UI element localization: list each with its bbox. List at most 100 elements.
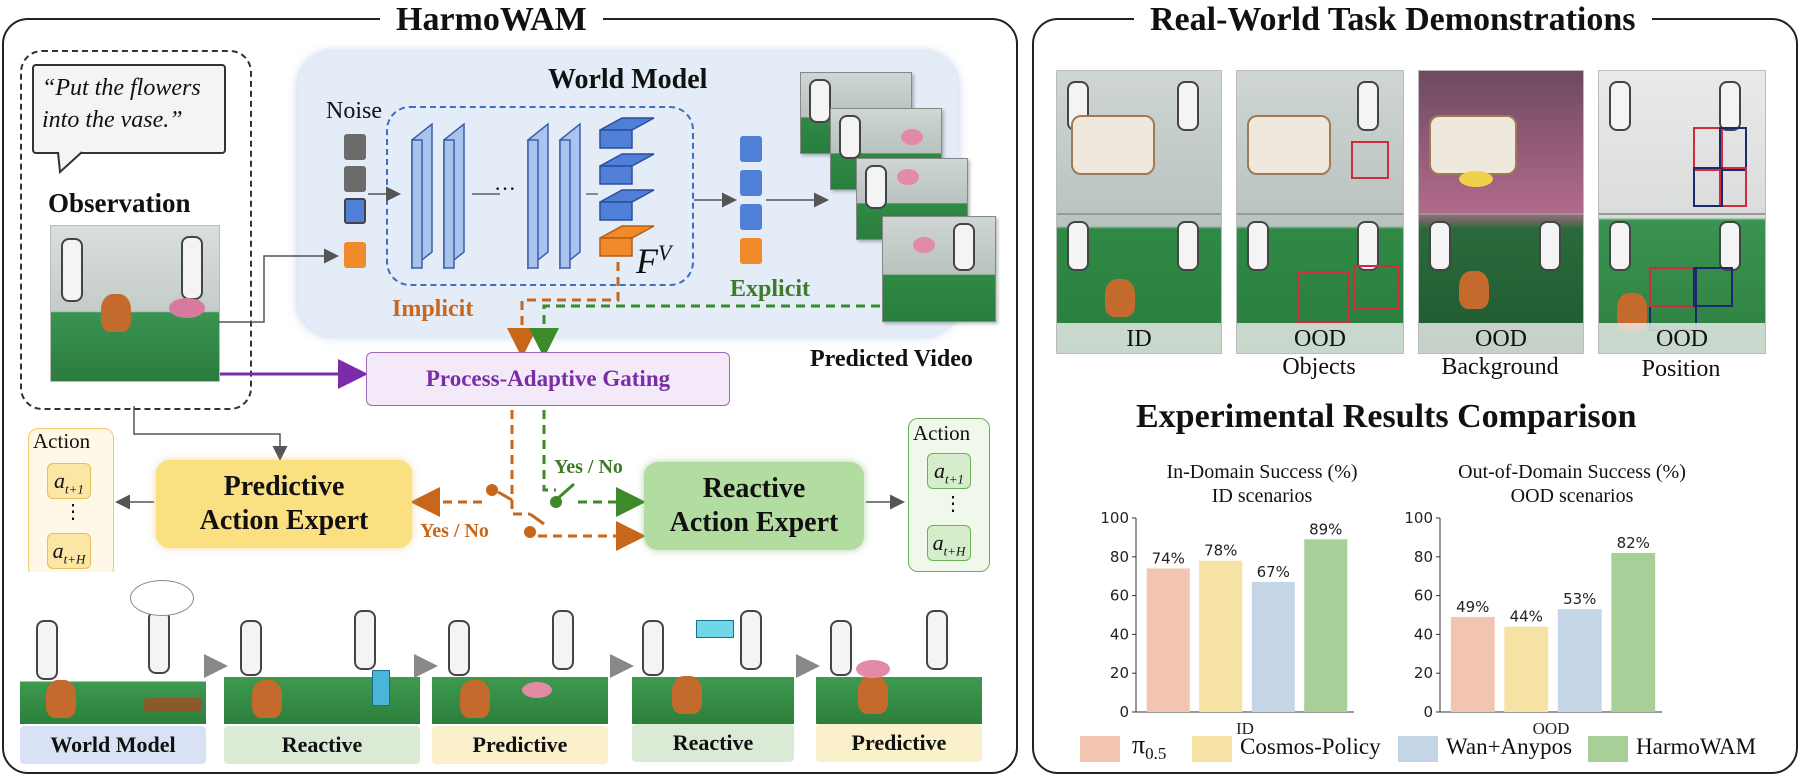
observation-label: Observation [48, 188, 191, 218]
demo-sub-objects: Objects [1282, 354, 1356, 380]
bubble-tail [57, 151, 83, 174]
chart-2-xlabel: OOD [1533, 719, 1570, 738]
demo-image-ood-background: OOD [1418, 70, 1584, 354]
action-left-dots: ⋮ [63, 501, 83, 523]
predictive-line-1: Predictive [223, 471, 345, 502]
harmowam-title: HarmoWAM [380, 0, 603, 40]
chart-1-data-label-3: 67% [1257, 563, 1290, 581]
chart-2-ytick-label: 80 [1414, 548, 1433, 566]
observation-group [20, 50, 252, 410]
sequence-scene-1 [20, 572, 206, 724]
action-left-first: at+1 [47, 463, 91, 499]
sequence-label-2: Reactive [224, 726, 420, 764]
sequence-scene-3 [432, 600, 608, 724]
legend-label-harmowam: HarmoWAM [1636, 734, 1757, 759]
noise-token-3 [344, 198, 366, 224]
noise-token-2 [344, 166, 366, 192]
action-right-last: at+H [927, 525, 971, 561]
legend-label-cosmos: Cosmos-Policy [1240, 734, 1381, 759]
action-column-right: Action at+1 ⋮ at+H [908, 418, 990, 572]
predicted-video-label: Predicted Video [810, 346, 973, 372]
chart-2-bar-3 [1557, 609, 1602, 712]
reactive-line-2: Action Expert [669, 507, 839, 538]
chart-2-ytick-label: 20 [1414, 664, 1433, 682]
video-frame-4 [882, 216, 996, 322]
chart-2-ytick-label: 100 [1404, 512, 1433, 527]
chart-2-bar-2 [1504, 626, 1549, 712]
chart-1-ytick-label: 60 [1110, 587, 1129, 605]
demo-image-id: ID [1056, 70, 1222, 354]
predictive-line-2: Action Expert [199, 505, 369, 536]
chart-2-data-label-1: 49% [1456, 598, 1489, 616]
demo-tag-ood-objects: OOD [1237, 323, 1403, 353]
demo-image-ood-objects: OOD [1236, 70, 1404, 354]
chart-1-bar-1 [1146, 568, 1190, 712]
yes-no-top: Yes / No [554, 456, 623, 478]
output-token-3 [740, 204, 762, 230]
predictive-action-expert: Predictive Action Expert [156, 460, 412, 548]
sequence-scene-2 [224, 600, 420, 724]
results-title: Experimental Results Comparison [1136, 398, 1637, 435]
sequence-label-3: Predictive [432, 726, 608, 764]
demo-tag-ood-background: OOD [1419, 323, 1583, 353]
sequence-label-1: World Model [20, 726, 206, 764]
chart-2-ytick-label: 60 [1414, 587, 1433, 605]
action-right-dots: ⋮ [943, 493, 963, 515]
reactive-line-1: Reactive [702, 473, 806, 504]
chart-1-data-label-4: 89% [1309, 520, 1342, 538]
chart-1-bar-2 [1199, 560, 1243, 712]
chart-1-ytick-label: 100 [1100, 512, 1129, 527]
action-right-first: at+1 [927, 453, 971, 489]
sequence-scene-5 [816, 600, 982, 724]
demo-image-ood-position: OOD [1598, 70, 1766, 354]
chart-2-data-label-3: 53% [1563, 590, 1596, 608]
chart-1-ytick-label: 20 [1110, 664, 1129, 682]
legend-swatch-wan [1398, 736, 1438, 762]
action-left-label: Action [33, 429, 91, 453]
flow-arrows [115, 186, 905, 551]
chart-2-data-label-2: 44% [1510, 608, 1543, 626]
action-column-left: Action at+1 ⋮ at+H [28, 428, 114, 578]
action-left-last: at+H [47, 533, 91, 569]
noise-token-1 [344, 134, 366, 160]
chart-2-bar-4 [1611, 552, 1656, 712]
chart-2-bar-1 [1450, 616, 1495, 712]
chart-1-title: In-Domain Success (%) ID scenarios [1092, 460, 1432, 508]
chart-1-data-label-2: 78% [1204, 542, 1237, 560]
feature-base: F [636, 241, 658, 281]
output-token-2 [740, 170, 762, 196]
demo-sub-background: Background [1441, 354, 1559, 380]
chart-1-bar-4 [1304, 539, 1348, 712]
layers-ellipsis: ··· [494, 176, 516, 201]
chart-1-title-line: In-Domain Success (%) [1166, 461, 1358, 483]
instruction-text: “Put the flowers into the vase.” [42, 75, 201, 133]
explicit-label: Explicit [730, 276, 811, 302]
implicit-label: Implicit [392, 296, 474, 322]
gating-label: Process-Adaptive Gating [425, 366, 671, 391]
chart-1-xlabel: ID [1236, 719, 1254, 738]
chart-1-ytick-label: 0 [1119, 703, 1129, 721]
chart-2-subtitle-line: OOD scenarios [1510, 485, 1634, 507]
chart-2-ytick-label: 40 [1414, 625, 1433, 643]
yes-no-bottom: Yes / No [420, 520, 489, 542]
sequence-label-4: Reactive [632, 724, 794, 762]
legend-swatch-pi [1080, 736, 1120, 762]
sequence-label-5: Predictive [816, 724, 982, 762]
sequence-arrows [204, 654, 820, 678]
reactive-action-expert: Reactive Action Expert [644, 462, 864, 550]
chart-1-ytick-label: 80 [1110, 548, 1129, 566]
chart-2-data-label-4: 82% [1617, 534, 1650, 552]
output-token-4 [740, 238, 762, 264]
chart-1-bar-3 [1251, 582, 1295, 712]
legend-swatch-harmowam [1588, 736, 1628, 762]
output-token-1 [740, 136, 762, 162]
feature-sup: V [658, 240, 672, 265]
noise-label: Noise [326, 98, 382, 124]
demo-tag-id: ID [1057, 323, 1221, 353]
sequence-scene-4 [632, 600, 794, 724]
legend: π0.5 Cosmos-Policy Wan+Anypos HarmoWAM [1080, 730, 1780, 766]
chart-1-data-label-1: 74% [1152, 549, 1185, 567]
legend-label-pi: π0.5 [1132, 730, 1167, 764]
demo-tag-ood-position: OOD [1599, 323, 1765, 353]
